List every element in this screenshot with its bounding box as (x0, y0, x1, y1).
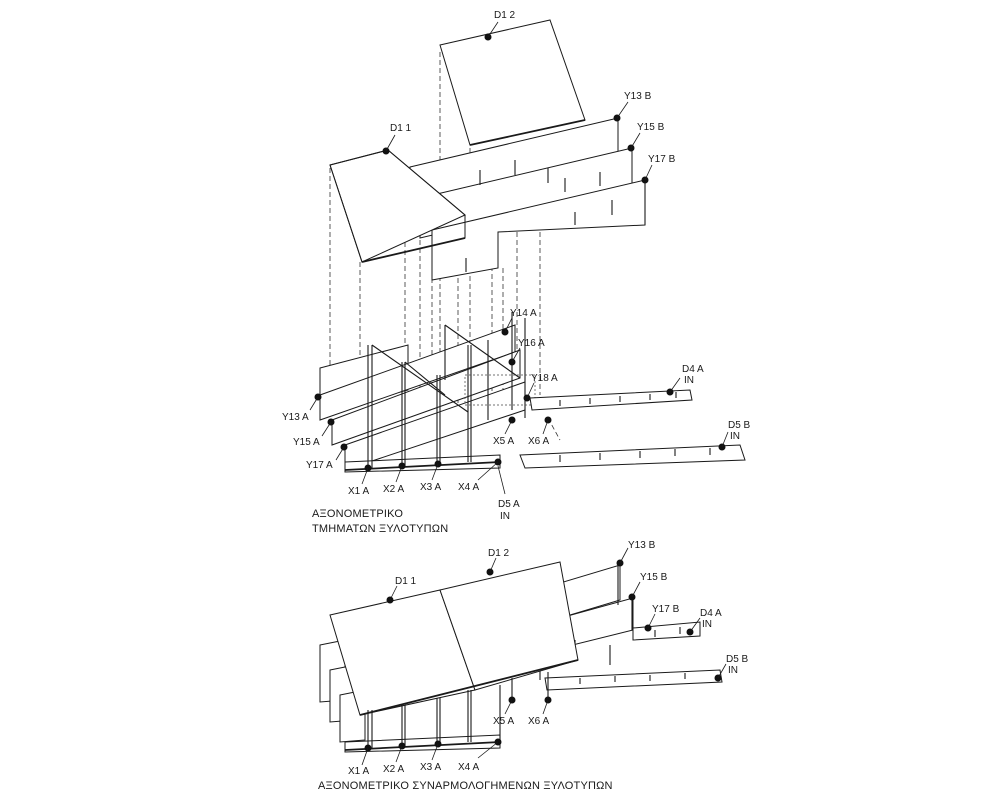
label-x6a: X6 A (528, 436, 549, 447)
label-y17b-b: Y17 B (652, 604, 680, 615)
labels-top: D1 2 D1 1 Y13 B Y15 B Y17 B Y14 A Y16 A … (282, 10, 751, 522)
label-y16a: Y16 A (518, 338, 545, 349)
label-d11: D1 1 (390, 123, 412, 134)
rib-teeth-b (465, 160, 613, 272)
caption-assembled: ΑΞΟΝΟΜΕΤΡΙΚΟ ΣΥΝΑΡΜΟΛΟΓΗΜΕΝΩΝ ΞΥΛΟΤΥΠΩΝ (318, 780, 613, 792)
label-y17a: Y17 A (306, 460, 333, 471)
label-d11-b: D1 1 (395, 576, 417, 587)
label-d12-b: D1 2 (488, 548, 510, 559)
label-x4a: X4 A (458, 482, 479, 493)
label-x6a-b: X6 A (528, 716, 549, 727)
label-x3a-b: X3 A (420, 762, 441, 773)
markers-top (309, 21, 729, 495)
label-x5a: X5 A (493, 436, 514, 447)
label-y14a: Y14 A (510, 308, 537, 319)
label-y15b-b: Y15 B (640, 572, 668, 583)
strip-d4a (529, 389, 693, 411)
exploded-view: D1 2 D1 1 Y13 B Y15 B Y17 B Y14 A Y16 A … (282, 10, 751, 535)
label-y15a: Y15 A (293, 437, 320, 448)
strip-d5b (519, 444, 746, 469)
label-y17b: Y17 B (648, 154, 676, 165)
label-x5a-b: X5 A (493, 716, 514, 727)
label-y13b-b: Y13 B (628, 540, 656, 551)
label-d12: D1 2 (494, 10, 516, 21)
label-x1a: X1 A (348, 486, 369, 497)
label-x1a-b: X1 A (348, 766, 369, 777)
frame-a (319, 312, 536, 473)
panel-d12 (439, 19, 586, 146)
label-x2a-b: X2 A (383, 764, 404, 775)
label-x4a-b: X4 A (458, 762, 479, 773)
label-y15b: Y15 B (637, 122, 665, 133)
label-y13b: Y13 B (624, 91, 652, 102)
label-x2a: X2 A (383, 484, 404, 495)
label-y18a: Y18 A (531, 373, 558, 384)
label-x3a: X3 A (420, 482, 441, 493)
label-y13a: Y13 A (282, 412, 309, 423)
markers-bottom (361, 547, 727, 766)
